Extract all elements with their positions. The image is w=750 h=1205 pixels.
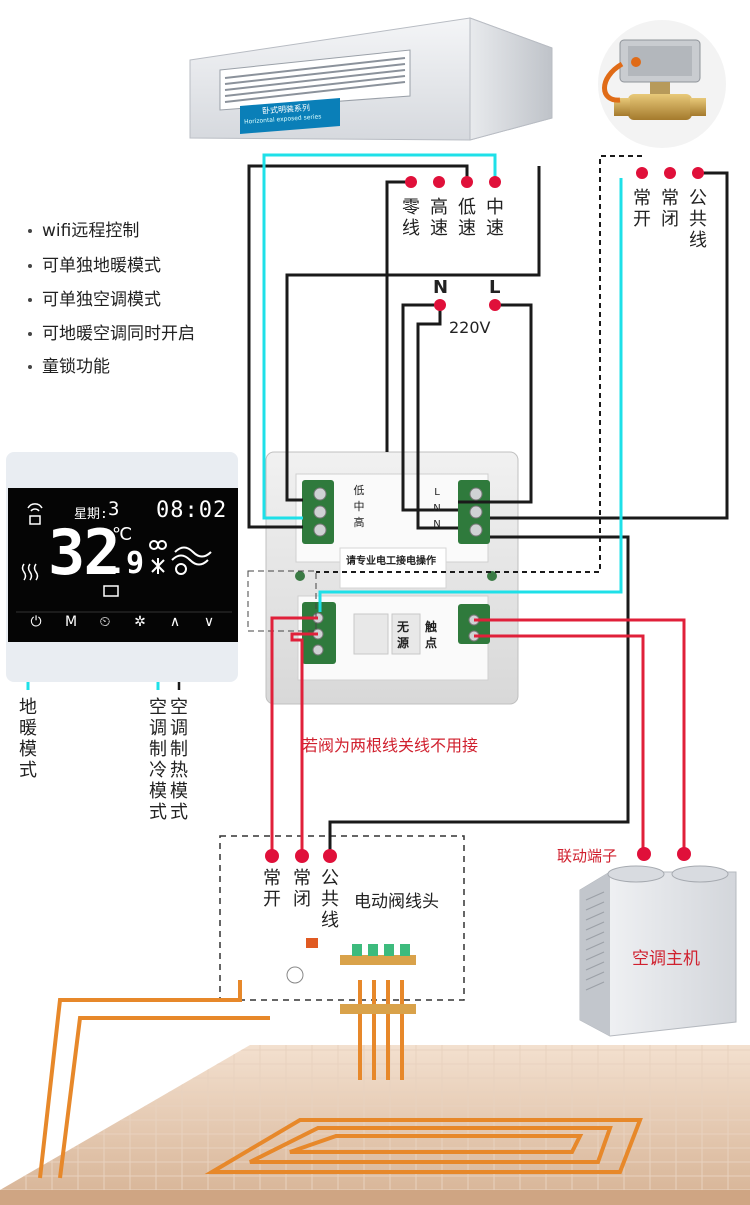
heating-mode-label: 空调制热模式 <box>170 697 188 823</box>
week-value: 3 <box>108 498 120 520</box>
bullet <box>28 332 32 336</box>
feature-item: 童锁功能 <box>28 352 110 377</box>
feature-item: 可地暖空调同时开启 <box>28 319 195 344</box>
valve-head-box <box>219 835 465 1001</box>
warning-text: 请专业电工接电操作 <box>346 556 436 567</box>
cooling-mode-label: 空调制冷模式 <box>149 697 167 823</box>
clock-display: 08:02 <box>156 498 228 523</box>
terminal-label-low: 低速 <box>458 197 476 239</box>
dry-contact-char: 源 <box>397 636 410 650</box>
dry-contact-char: 无 <box>397 620 410 634</box>
mode-button[interactable]: M <box>64 614 78 630</box>
valve-head-title: 电动阀线头 <box>354 892 439 912</box>
temperature-display: 32 <box>48 516 121 589</box>
thermostat-front <box>6 452 238 682</box>
temperature-unit: ℃ <box>112 524 133 545</box>
floor-heating <box>0 938 750 1205</box>
week-label: 星期: <box>74 507 108 522</box>
speed-label-high: 高 <box>353 516 365 529</box>
dry-contact-char: 触 <box>425 620 438 634</box>
dry-contact-char: 点 <box>425 636 438 650</box>
feature-item: wifi远程控制 <box>28 216 139 241</box>
power-label-n1: N <box>433 503 441 514</box>
fan-button[interactable]: ✲ <box>134 614 146 630</box>
terminal-label-mid: 中速 <box>486 197 504 239</box>
power-button[interactable]: ⏻ <box>30 614 42 630</box>
valve-label-common: 公共线 <box>689 188 707 251</box>
bullet <box>28 298 32 302</box>
motorized-valve <box>598 20 726 148</box>
speed-label-low: 低 <box>353 484 365 497</box>
feature-item: 可单独地暖模式 <box>28 251 161 276</box>
feature-item: 可单独空调模式 <box>28 285 161 310</box>
power-l-label: L <box>489 277 501 298</box>
speed-label-mid: 中 <box>353 500 365 513</box>
power-n-label: N <box>433 277 449 298</box>
temperature-decimal: .9 <box>108 546 145 581</box>
dashed-wire <box>316 155 642 573</box>
fan-coil-unit <box>189 17 553 141</box>
feature-text: 可单独地暖模式 <box>42 256 161 276</box>
voltage-label: 220V <box>449 318 491 337</box>
feature-text: 童锁功能 <box>42 357 110 377</box>
down-button[interactable]: ∨ <box>203 614 215 630</box>
power-label-n2: N <box>433 519 441 530</box>
timer-button[interactable]: ⏲ <box>99 614 111 630</box>
terminal-label-neutral: 零线 <box>402 197 420 239</box>
ac-host-label: 空调主机 <box>632 949 700 969</box>
power-label-l: L <box>434 487 440 498</box>
thermostat-back-plate <box>265 451 519 705</box>
valve-note: 若阀为两根线关线不用接 <box>302 736 479 755</box>
feature-text: 可地暖空调同时开启 <box>42 324 195 344</box>
valve-label-closed: 常闭 <box>661 188 679 230</box>
floor-heating-mode-label: 地暖模式 <box>19 697 37 781</box>
red-wires <box>270 616 686 854</box>
linkage-terminal-label: 联动端子 <box>557 847 618 865</box>
bullet <box>28 264 32 268</box>
up-button[interactable]: ∧ <box>169 614 181 630</box>
terminal-dots <box>265 167 704 863</box>
bullet <box>28 229 32 233</box>
valve-label-open: 常开 <box>633 188 651 230</box>
terminal-label-high: 高速 <box>430 197 448 239</box>
valve-head-closed: 常闭 <box>293 868 311 910</box>
ac-host-unit <box>579 865 737 1037</box>
dashed-box-jumper <box>247 570 317 632</box>
valve-head-common: 公共线 <box>321 868 339 931</box>
feature-text: 可单独空调模式 <box>42 290 161 310</box>
black-wires <box>247 164 729 854</box>
valve-head-open: 常开 <box>263 868 281 910</box>
bullet <box>28 365 32 369</box>
feature-text: wifi远程控制 <box>42 221 140 241</box>
